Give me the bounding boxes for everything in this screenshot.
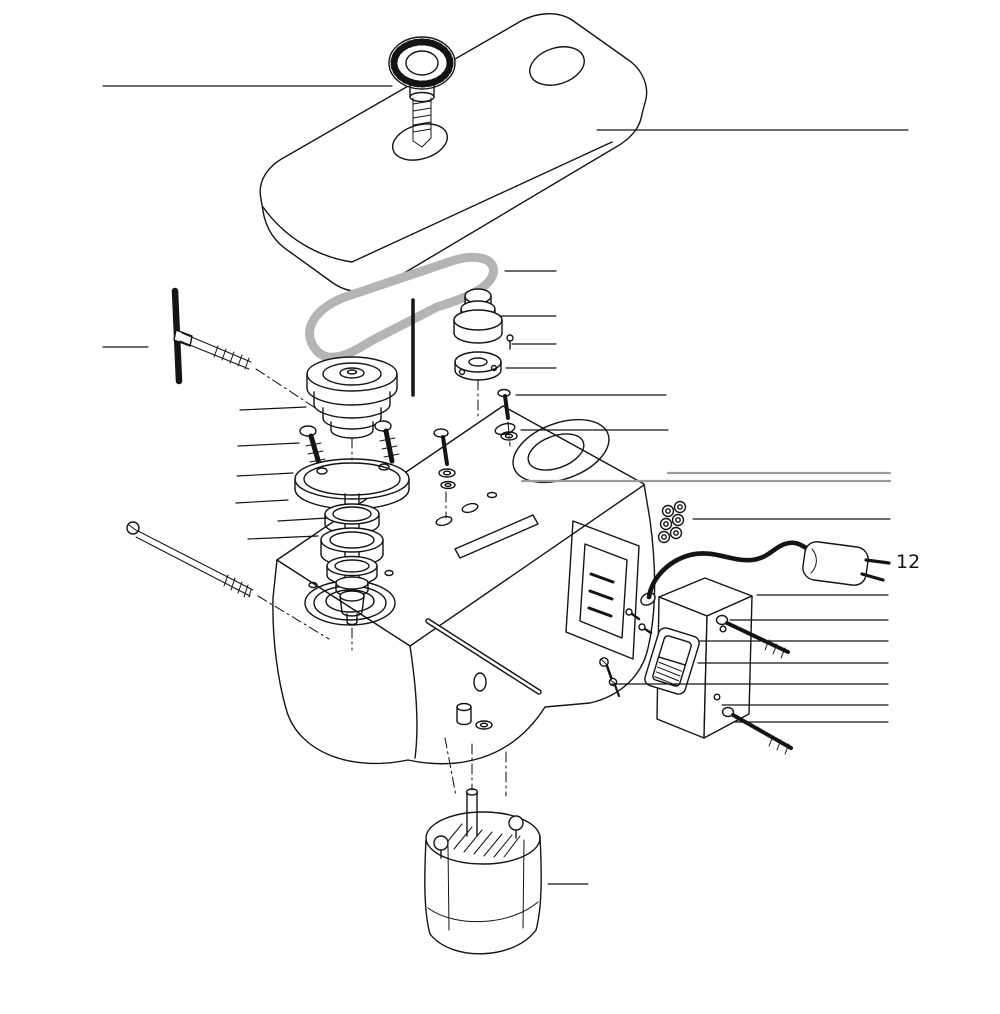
flange-screws [299,388,518,490]
washers [438,468,456,490]
belt-cover [259,13,648,293]
drive-belt [305,252,498,362]
top-face-slots [435,491,539,692]
leader-lines [102,85,909,885]
pulley-bore-boss [494,418,610,484]
part-number-label-12: 12 [896,551,920,573]
dowel-pin [456,702,493,730]
motor-pulley [453,288,514,381]
terminal-block [657,500,687,544]
long-bolt [126,521,254,598]
motor [424,788,542,955]
bearing-stack [320,493,384,626]
power-cord [640,540,891,606]
cover-knob [388,36,456,148]
head-casting [272,405,656,765]
rocker-switch [644,627,700,695]
drift-rod [425,618,542,695]
power-plug [802,541,891,586]
spindle-nose [339,590,365,626]
switch-recess [565,520,640,660]
spindle-pulley [306,356,398,439]
panel-screws [599,608,653,698]
mounting-bolts [715,614,793,755]
spindle-flange [294,458,410,510]
center-lines [255,368,511,797]
cover-hole [391,46,585,161]
t-handle-bolt [171,287,252,385]
